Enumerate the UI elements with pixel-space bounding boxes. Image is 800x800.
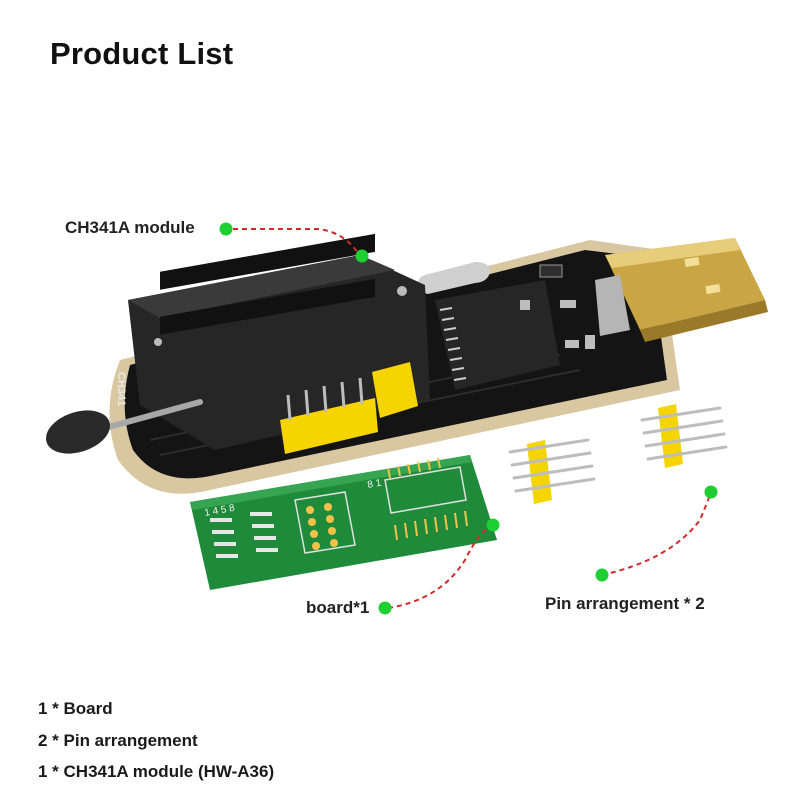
pins-leader-line (601, 492, 712, 576)
usb-plug (595, 238, 768, 342)
module-callout-dot (219, 222, 233, 236)
adapter-right-marks: 8 1 (367, 478, 383, 491)
lever-knob (46, 410, 110, 454)
board-callout-label: board*1 (306, 598, 370, 617)
page-title: Product List (50, 36, 234, 71)
module-callout-label: CH341A module (65, 218, 195, 237)
jumper-header (280, 362, 418, 454)
adapter-board: 1 4 5 8 8 1 (190, 455, 497, 590)
adapter-left-marks: 1 4 5 8 (204, 503, 236, 519)
zif-socket (128, 233, 430, 450)
contents-item-pins: 2 * Pin arrangement (38, 731, 198, 750)
pins-target-dot (704, 485, 718, 499)
module-silk-label: CH341 (115, 372, 127, 406)
pins-callout-dot (595, 568, 609, 582)
module-leader-line (233, 228, 361, 257)
pin-header-1 (508, 438, 596, 504)
board-leader-line (387, 524, 494, 609)
module-target-dot (355, 249, 369, 263)
pin-header-2 (640, 404, 728, 468)
board-target-dot (486, 518, 500, 532)
board-callout-dot (378, 601, 392, 615)
ch341a-module: CH341 (46, 233, 768, 494)
contents-item-board: 1 * Board (38, 699, 113, 718)
pins-callout-label: Pin arrangement * 2 (545, 594, 705, 613)
contents-item-module: 1 * CH341A module (HW-A36) (38, 762, 275, 781)
